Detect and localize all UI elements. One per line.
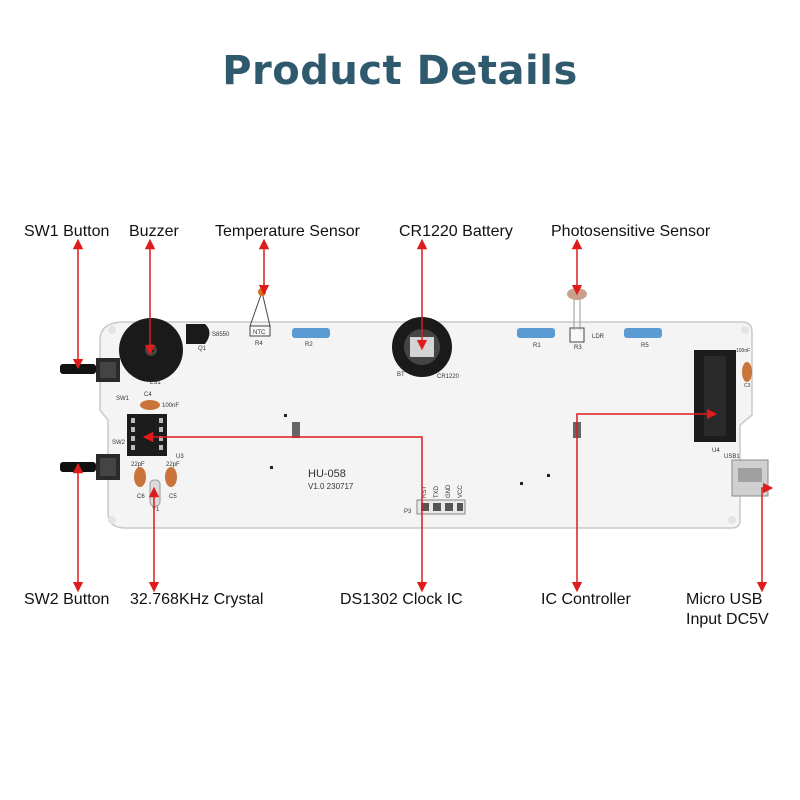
header-p3	[416, 499, 466, 515]
silk-c6-value: 22pF	[131, 462, 145, 468]
capacitor-c5	[165, 467, 177, 487]
capacitor-c4	[140, 400, 160, 410]
leader-usb	[756, 482, 774, 593]
silk-u4: U4	[712, 448, 720, 454]
silk-pin-gnd: GND	[446, 484, 452, 498]
silk-c5-value: 22pF	[166, 462, 180, 468]
silk-c5: C5	[169, 494, 177, 500]
label-ic-controller: IC Controller	[541, 591, 631, 608]
transistor-q1	[186, 324, 210, 344]
silk-usb1: USB1	[724, 454, 740, 460]
silk-r1: R1	[533, 343, 541, 349]
buzzer-component	[119, 318, 183, 382]
silk-u3: U3	[176, 454, 184, 460]
label-crystal: 32.768KHz Crystal	[130, 591, 264, 608]
test-pads	[292, 422, 300, 438]
board-model: HU-058	[308, 468, 346, 480]
board-version: V1.0 230717	[308, 482, 354, 491]
silk-ntc: NTC	[253, 330, 266, 336]
silk-ls1: LS1	[150, 380, 161, 386]
silk-c6: C6	[137, 494, 145, 500]
ds1302-ic-component	[127, 414, 167, 456]
silk-r4: R4	[255, 341, 263, 347]
silk-ldr: LDR	[592, 334, 605, 340]
label-sw2-button: SW2 Button	[24, 591, 110, 608]
resistor-r1	[517, 328, 555, 338]
silk-p3: P3	[404, 509, 412, 515]
label-cr1220-battery: CR1220 Battery	[399, 223, 513, 240]
silk-cr1220: CR1220	[437, 374, 460, 380]
ntc-bead	[258, 288, 266, 296]
sw2-button-component	[60, 454, 120, 480]
silk-bt: BT	[397, 372, 405, 378]
silk-r2: R2	[305, 342, 313, 348]
label-buzzer: Buzzer	[129, 223, 179, 240]
label-input-dc5v: Input DC5V	[686, 611, 769, 628]
silk-sw1: SW1	[116, 396, 130, 402]
silk-c3-value: 100nF	[736, 348, 750, 354]
silk-c3: C3	[744, 383, 751, 389]
sw1-button-component	[60, 358, 120, 382]
capacitor-c6	[134, 467, 146, 487]
resistor-r2	[292, 328, 330, 338]
label-ds1302-clock-ic: DS1302 Clock IC	[340, 591, 463, 608]
page-title: Product Details	[222, 48, 578, 94]
label-photosensitive-sensor: Photosensitive Sensor	[551, 223, 711, 240]
silk-s8550: S8550	[212, 332, 230, 338]
silk-pin-txd: TXD	[434, 485, 440, 498]
ldr-sensor	[567, 288, 587, 343]
silk-r5: R5	[641, 343, 649, 349]
ic-controller-component	[694, 350, 736, 442]
silk-pin-vcc: VCC	[458, 485, 464, 498]
silk-y1: Y1	[152, 507, 160, 513]
label-temperature-sensor: Temperature Sensor	[215, 223, 360, 240]
leader-ds1302	[142, 431, 428, 593]
leader-ic-controller	[571, 408, 718, 593]
mounting-hole	[741, 326, 749, 334]
silk-sw2: SW2	[112, 440, 126, 446]
silk-c4-value: 100nF	[162, 403, 179, 409]
leader-lines	[72, 238, 774, 593]
silk-pin-rst: RST	[422, 486, 428, 498]
ntc-sensor	[249, 325, 271, 337]
capacitor-c3	[742, 362, 752, 382]
silk-r3: R3	[574, 345, 582, 351]
mounting-hole	[728, 516, 736, 524]
mounting-hole	[108, 326, 116, 334]
resistor-r5	[624, 328, 662, 338]
crystal-y1	[149, 479, 161, 507]
label-sw1-button: SW1 Button	[24, 223, 110, 240]
label-micro-usb: Micro USB	[686, 591, 763, 608]
mounting-hole	[108, 516, 116, 524]
silk-q1: Q1	[198, 346, 207, 352]
silk-c4: C4	[144, 392, 152, 398]
